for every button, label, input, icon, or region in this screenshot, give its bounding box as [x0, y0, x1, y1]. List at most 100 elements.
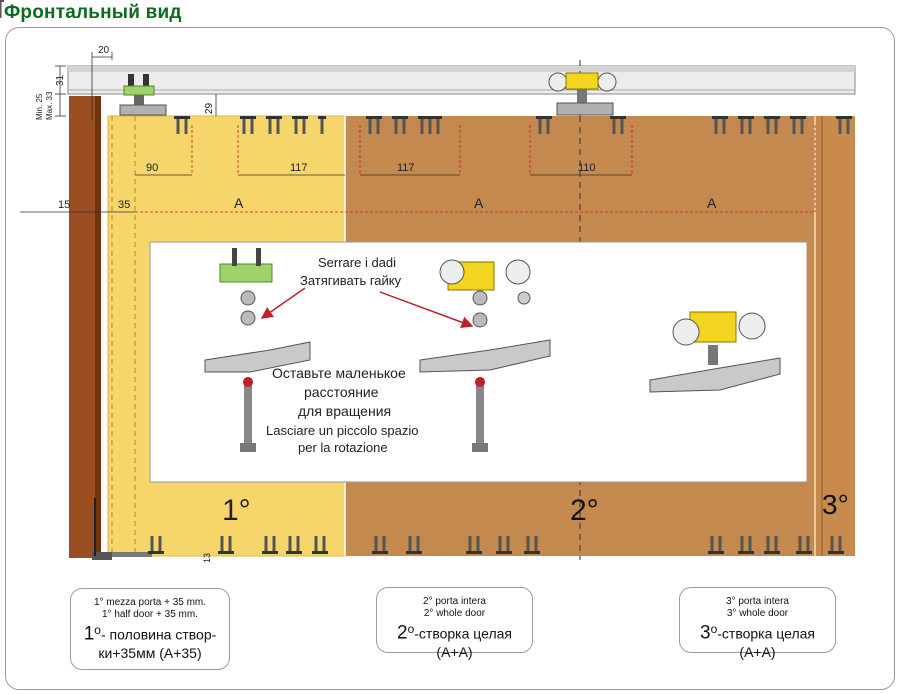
text-gap-ru-1: Оставьте маленькое [272, 365, 406, 381]
screw-top [400, 116, 408, 134]
screw-top [392, 116, 400, 134]
screw-top [426, 116, 434, 134]
text-gap-it-1: Lasciare un piccolo spazio [266, 423, 418, 438]
screw-bottom [532, 536, 540, 554]
screw-top [418, 116, 426, 134]
screw-bottom [380, 536, 388, 554]
legend-2-line1: 2° porta intera [423, 596, 486, 607]
screw-top [318, 116, 326, 134]
page-title: Фронтальный вид [4, 2, 182, 23]
screw-bottom [772, 536, 780, 554]
legend-3-line2: 3° whole door [726, 608, 789, 619]
dim-15: 15 [58, 199, 70, 211]
bottom-guide [92, 552, 112, 560]
screw-bottom [312, 536, 320, 554]
legend-1-main1: - половина створ- [100, 626, 217, 643]
screw-bottom [764, 536, 772, 554]
legend-2-main1: -створка целая (A+A) [414, 625, 513, 660]
trolley-assembled [649, 311, 781, 393]
screw-top [374, 116, 382, 134]
drawing-frame [5, 27, 895, 690]
screw-bottom [474, 536, 482, 554]
dim-31: 31 [55, 74, 66, 86]
dim-35: 35 [118, 199, 130, 211]
legend-2-num: 2 [396, 622, 408, 644]
dim-20: 20 [98, 45, 110, 56]
screw-bottom [738, 536, 746, 554]
text-gap-ru-3: для вращения [298, 403, 391, 419]
text-tighten-ru: Затягивать гайку [300, 273, 402, 288]
screw-bottom [262, 536, 270, 554]
screw-top [844, 116, 852, 134]
legend-1-line2: 1° half door + 35 mm. [102, 609, 198, 620]
screw-bottom [226, 536, 234, 554]
screws-top [0, 0, 4, 18]
legend-box-2: 2° porta intera 2° whole door 2o-створка… [376, 587, 533, 660]
screw-top [182, 116, 190, 134]
screw-top [544, 116, 552, 134]
screw-top [366, 116, 374, 134]
screw-top [300, 116, 308, 134]
screw-top [610, 116, 618, 134]
legend-2-line2: 2° whole door [423, 608, 486, 619]
screw-top [536, 116, 544, 134]
arrow-left [260, 287, 306, 319]
screw-bottom [270, 536, 278, 554]
arrow-right [379, 291, 474, 328]
screw-bottom [496, 536, 504, 554]
dim-117b: 117 [397, 162, 415, 174]
dim-117a: 117 [290, 162, 308, 174]
bracket-assembly-2 [419, 259, 551, 452]
screw-top [618, 116, 626, 134]
screw-bottom [218, 536, 226, 554]
screw-top [292, 116, 300, 134]
screw-top [266, 116, 274, 134]
screw-bottom [294, 536, 302, 554]
screw-top [772, 116, 780, 134]
screw-bottom [406, 536, 414, 554]
screw-top [746, 116, 754, 134]
rear-hanger-trolley [548, 72, 617, 116]
door-number-3: 3° [822, 489, 849, 520]
screw-top [836, 116, 844, 134]
screw-bottom [414, 536, 422, 554]
legend-1-main2: ки+35мм (A+35) [98, 644, 202, 661]
screw-top [712, 116, 720, 134]
text-gap-it-2: per la rotazione [298, 440, 388, 455]
screw-bottom [796, 536, 804, 554]
screw-top [248, 116, 256, 134]
screw-top [240, 116, 248, 134]
screw-bottom [836, 536, 844, 554]
door-3-panel [820, 116, 855, 556]
legend-box-3: 3° porta intera 3° whole door 3o-створка… [679, 587, 836, 660]
legend-3-line1: 3° porta intera [726, 596, 789, 607]
screw-bottom [148, 536, 156, 554]
legend-1-line1: 1° mezza porta + 35 mm. [93, 597, 207, 608]
dim-a1: A [234, 195, 244, 211]
screw-top [798, 116, 806, 134]
legend-1-num: 1 [83, 623, 95, 645]
dim-90: 90 [146, 162, 158, 174]
text-gap-ru-2: расстояние [304, 384, 379, 400]
screw-bottom [716, 536, 724, 554]
dim-29: 29 [204, 102, 215, 114]
screw-bottom [156, 536, 164, 554]
text-serrare: Serrare i dadi [318, 255, 396, 270]
screw-top [720, 116, 728, 134]
screw-bottom [372, 536, 380, 554]
screw-bottom [524, 536, 532, 554]
dim-a3: A [707, 195, 717, 211]
legend-3-num: 3 [699, 622, 711, 644]
legend-box-1: 1° mezza porta + 35 mm. 1° half door + 3… [70, 588, 230, 670]
screw-bottom [286, 536, 294, 554]
bracket-assembly-1 [204, 248, 311, 452]
dim-max: Max. 33 [45, 91, 54, 120]
screw-top [174, 116, 182, 134]
screw-bottom [320, 536, 328, 554]
dim-13: 13 [202, 553, 212, 563]
dim-min: Min. 25 [35, 93, 44, 120]
screw-bottom [504, 536, 512, 554]
door-number-1: 1° [222, 494, 251, 527]
dim-a2: A [474, 195, 484, 211]
